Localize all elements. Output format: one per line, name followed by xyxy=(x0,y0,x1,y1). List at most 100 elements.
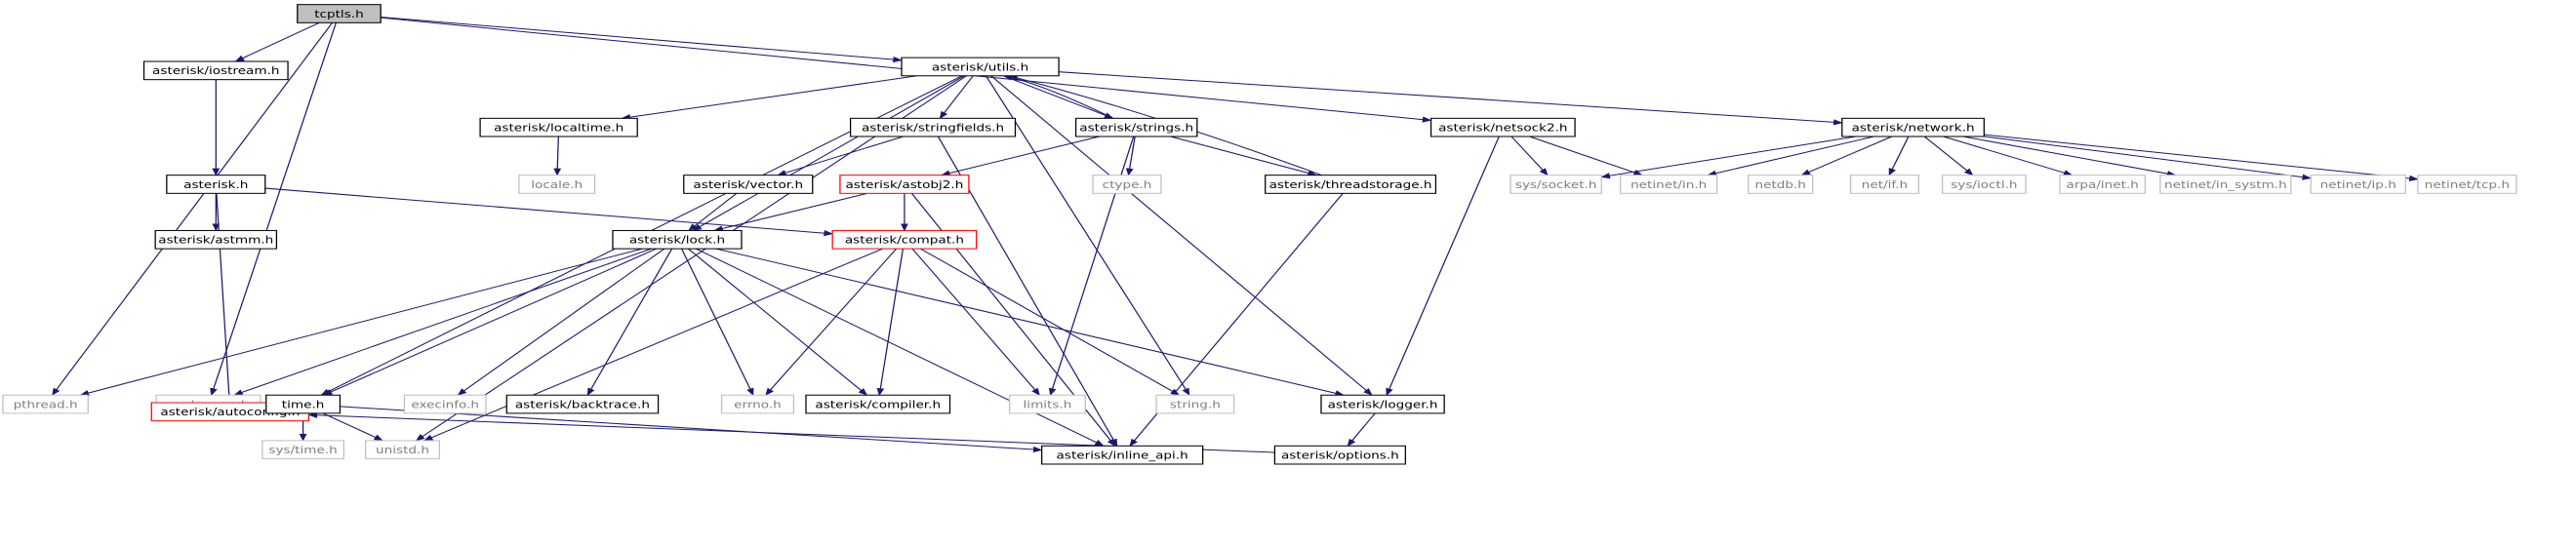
node-tcptls[interactable]: tcptls.h xyxy=(297,4,382,23)
edge-netsock2-to-logger xyxy=(1386,136,1500,396)
node-locale: locale.h xyxy=(518,175,596,194)
node-insystm-box xyxy=(2159,175,2292,194)
node-compiler-label: asterisk/compiler.h xyxy=(815,399,941,410)
node-localtime[interactable]: asterisk/localtime.h xyxy=(479,117,638,137)
edge-tcptls-to-utils xyxy=(381,17,903,63)
edge-lock-to-time xyxy=(322,248,658,396)
edge-strings-to-threadstorage xyxy=(1170,136,1317,176)
edge-lock-to-compiler xyxy=(687,248,868,396)
node-netdb-label: netdb.h xyxy=(1754,178,1805,190)
node-string-box xyxy=(1155,394,1235,414)
node-ctype-label: ctype.h xyxy=(1103,178,1152,190)
node-asterisk-box xyxy=(166,175,266,194)
node-execinfo-label: execinfo.h xyxy=(411,399,479,410)
node-insystm-label: netinet/in_systm.h xyxy=(2164,178,2287,190)
node-compat-box xyxy=(831,229,978,250)
edge-network-to-netinetin xyxy=(1707,136,1874,176)
edge-utils-to-stringfields xyxy=(939,75,974,119)
node-inlineapi-box xyxy=(1041,445,1204,465)
node-utils[interactable]: asterisk/utils.h xyxy=(901,57,1060,77)
node-pthread-label: pthread.h xyxy=(14,399,78,410)
edge-lock-to-execinfo xyxy=(457,248,665,396)
edge-network-to-netinettcp xyxy=(1984,134,2419,182)
node-errno-box xyxy=(720,394,794,414)
node-logger-box xyxy=(1320,394,1445,414)
node-astmm[interactable]: asterisk/astmm.h xyxy=(154,229,278,250)
node-arpainet-box xyxy=(2059,175,2147,194)
edge-network-to-netif xyxy=(1888,136,1910,176)
node-iostream[interactable]: asterisk/iostream.h xyxy=(142,60,289,81)
node-astmm-label: asterisk/astmm.h xyxy=(158,234,273,246)
node-insystm: netinet/in_systm.h xyxy=(2159,175,2292,194)
edge-lock-to-sysparam xyxy=(233,248,652,396)
node-asterisk[interactable]: asterisk.h xyxy=(166,175,266,194)
node-unistd-box xyxy=(365,440,440,460)
node-lock[interactable]: asterisk/lock.h xyxy=(612,229,743,250)
node-autoconfig-label: asterisk/autoconfig.h xyxy=(160,406,300,417)
node-backtrace-label: asterisk/backtrace.h xyxy=(515,399,650,410)
node-network[interactable]: asterisk/network.h xyxy=(1841,117,1986,137)
node-netsock2[interactable]: asterisk/netsock2.h xyxy=(1429,117,1576,137)
node-netsock2-box xyxy=(1429,117,1576,137)
node-astobj2[interactable]: asterisk/astobj2.h xyxy=(839,175,970,194)
node-netinettcp-label: netinet/tcp.h xyxy=(2425,178,2510,190)
node-strings[interactable]: asterisk/strings.h xyxy=(1074,117,1198,137)
node-threadstorage[interactable]: asterisk/threadstorage.h xyxy=(1265,175,1437,194)
node-backtrace[interactable]: asterisk/backtrace.h xyxy=(505,394,660,414)
node-vector-label: asterisk/vector.h xyxy=(693,178,803,190)
node-logger[interactable]: asterisk/logger.h xyxy=(1320,394,1445,414)
node-stringfields[interactable]: asterisk/stringfields.h xyxy=(849,117,1017,137)
node-localtime-label: asterisk/localtime.h xyxy=(494,122,624,134)
edge-lock-to-pthread xyxy=(79,248,643,397)
node-stringfields-label: asterisk/stringfields.h xyxy=(862,122,1004,134)
node-network-label: asterisk/network.h xyxy=(1852,122,1975,134)
edge-compat-to-limits xyxy=(911,248,1040,396)
node-utils-box xyxy=(901,57,1060,77)
node-netinetip-box xyxy=(2310,175,2406,194)
node-netinetin-box xyxy=(1620,175,1718,194)
edge-tcptls-to-pthread xyxy=(52,22,334,396)
node-netinetin: netinet/in.h xyxy=(1620,175,1718,194)
node-time-label: time.h xyxy=(282,399,325,410)
node-unistd-label: unistd.h xyxy=(376,444,429,455)
node-asterisk-label: asterisk.h xyxy=(183,178,248,190)
node-ctype-box xyxy=(1092,175,1162,194)
node-inlineapi[interactable]: asterisk/inline_api.h xyxy=(1041,445,1204,465)
node-netinetip: netinet/ip.h xyxy=(2310,175,2406,194)
edge-utils-to-strings xyxy=(1003,75,1114,119)
edge-astobj2-to-lock xyxy=(713,192,867,232)
node-arpainet: arpa/inet.h xyxy=(2059,175,2147,194)
node-execinfo: execinfo.h xyxy=(403,394,487,414)
node-lock-label: asterisk/lock.h xyxy=(629,234,725,246)
node-string: string.h xyxy=(1155,394,1235,414)
node-netif-box xyxy=(1849,175,1920,194)
node-strings-label: asterisk/strings.h xyxy=(1079,122,1193,134)
node-time[interactable]: time.h xyxy=(265,394,342,414)
node-compat[interactable]: asterisk/compat.h xyxy=(831,229,978,250)
node-strings-box xyxy=(1074,117,1198,137)
node-pthread: pthread.h xyxy=(2,394,89,414)
edge-netsock2-to-syssocket xyxy=(1510,136,1549,176)
node-netdb: netdb.h xyxy=(1748,175,1814,194)
node-sysioctl-label: sys/ioctl.h xyxy=(1951,178,2017,190)
node-sysioctl: sys/ioctl.h xyxy=(1942,175,2027,194)
edge-netsock2-to-netinetin xyxy=(1529,136,1643,176)
node-compiler[interactable]: asterisk/compiler.h xyxy=(805,394,951,414)
node-vector[interactable]: asterisk/vector.h xyxy=(683,175,814,194)
edge-lock-to-logger xyxy=(715,248,1346,397)
node-lock-box xyxy=(612,229,743,250)
node-netinettcp-box xyxy=(2417,175,2517,194)
node-systime: sys/time.h xyxy=(262,440,344,460)
edge-lock-to-backtrace xyxy=(586,248,673,396)
node-netsock2-label: asterisk/netsock2.h xyxy=(1438,122,1567,134)
node-backtrace-box xyxy=(505,394,660,414)
edge-tcptls-to-sysparam xyxy=(210,22,337,396)
node-execinfo-box xyxy=(403,394,487,414)
node-netif-label: net/if.h xyxy=(1862,178,1908,190)
node-utils-label: asterisk/utils.h xyxy=(932,61,1028,73)
node-options[interactable]: asterisk/options.h xyxy=(1273,445,1406,465)
node-tcptls-box xyxy=(297,4,382,23)
edge-astobj2-to-inlineapi xyxy=(910,193,1116,447)
edge-localtime-to-locale xyxy=(553,136,562,176)
